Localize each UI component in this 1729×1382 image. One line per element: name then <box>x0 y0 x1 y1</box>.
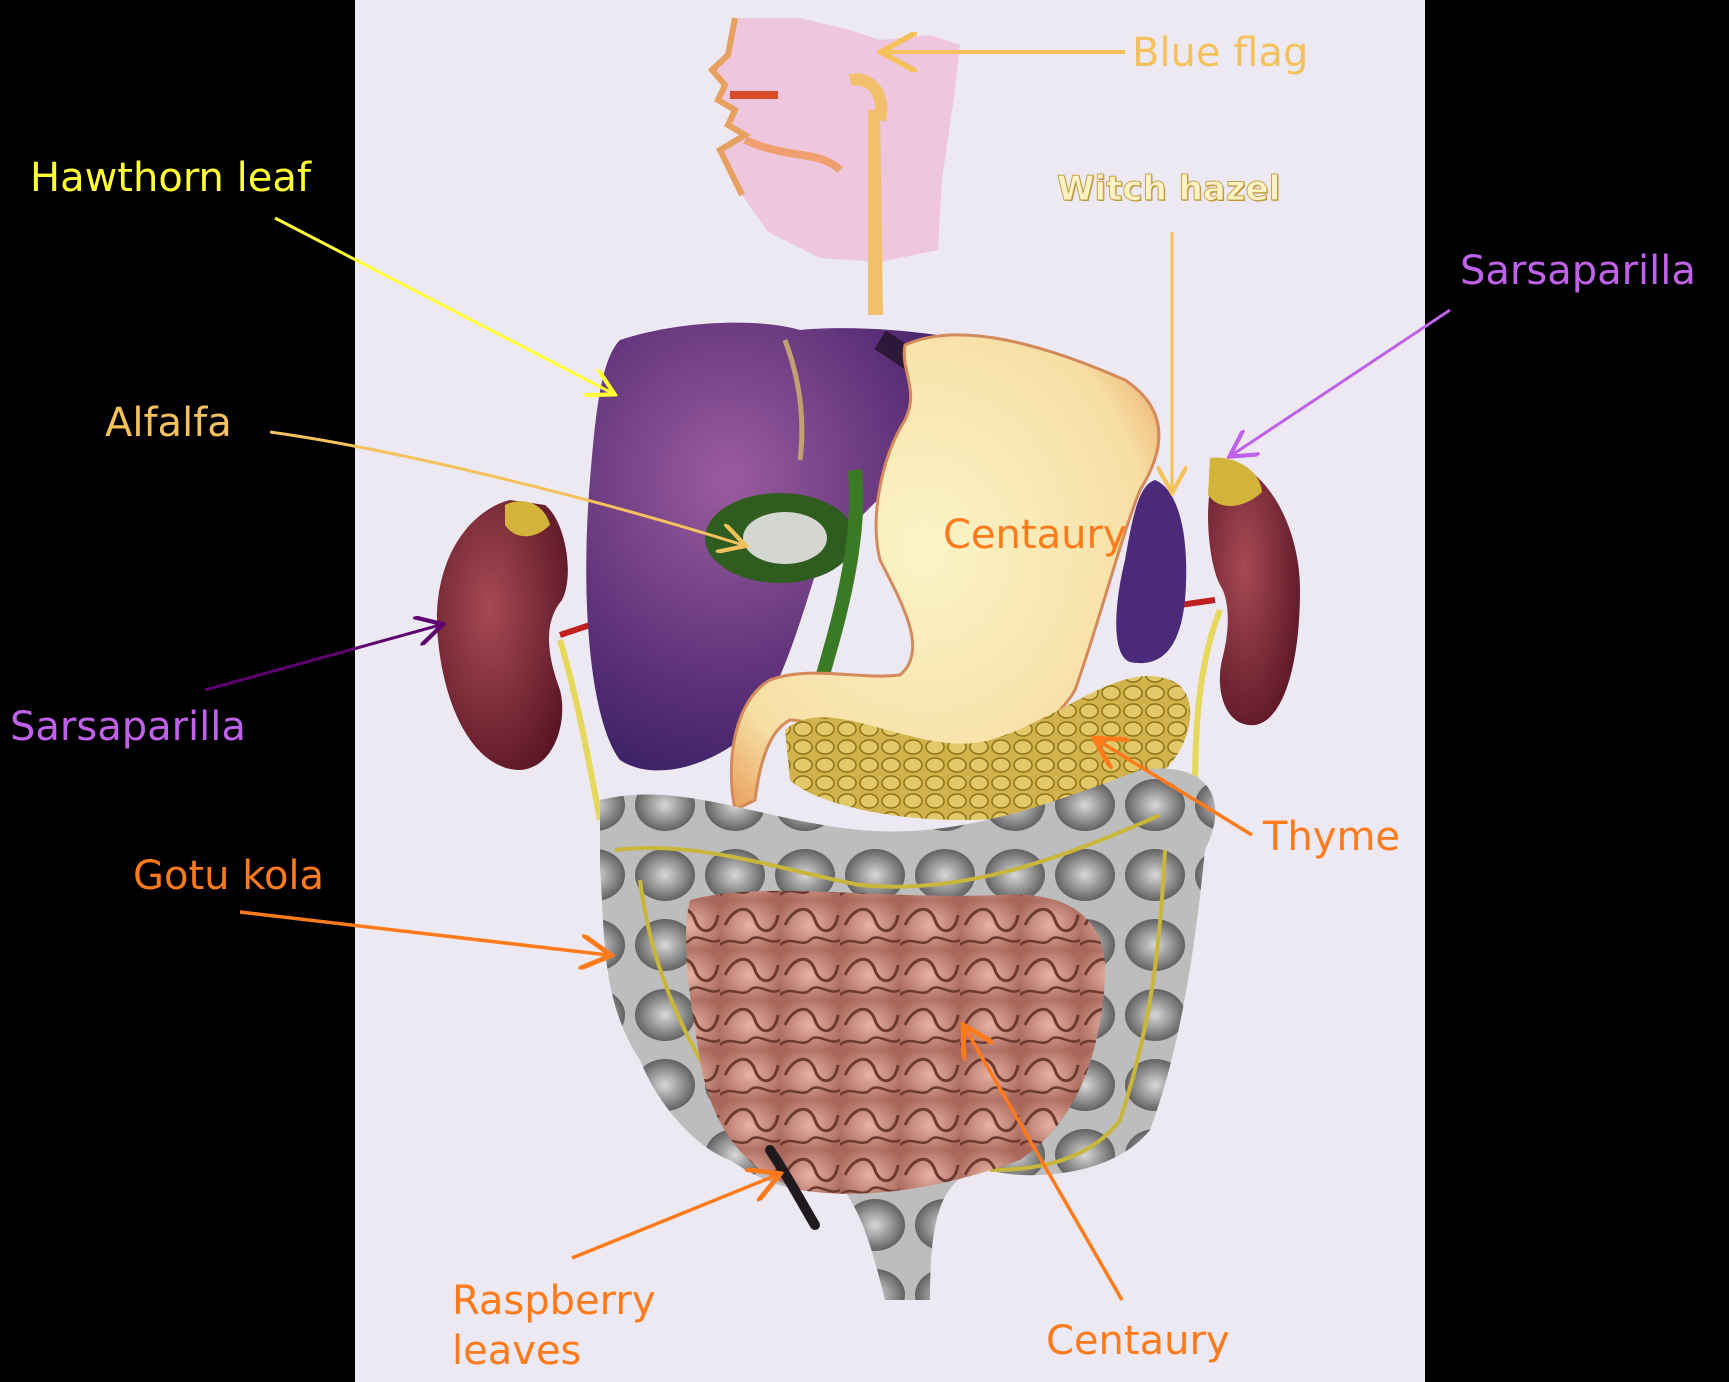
label-thyme: Thyme <box>1263 814 1400 860</box>
label-centaury-intestine: Centaury <box>1046 1318 1230 1364</box>
label-raspberry-leaves-line2: leaves <box>452 1328 581 1374</box>
label-sarsaparilla-right: Sarsaparilla <box>1460 248 1696 294</box>
label-witch-hazel: Witch hazel <box>1057 166 1280 212</box>
label-alfalfa: Alfalfa <box>105 400 232 446</box>
label-raspberry-leaves-line1: Raspberry <box>452 1278 656 1324</box>
label-hawthorn-leaf: Hawthorn leaf <box>30 155 311 201</box>
label-blue-flag: Blue flag <box>1132 30 1308 76</box>
label-sarsaparilla-left: Sarsaparilla <box>10 704 246 750</box>
label-centaury-stomach: Centaury <box>943 512 1127 558</box>
label-gotu-kola: Gotu kola <box>133 853 324 899</box>
